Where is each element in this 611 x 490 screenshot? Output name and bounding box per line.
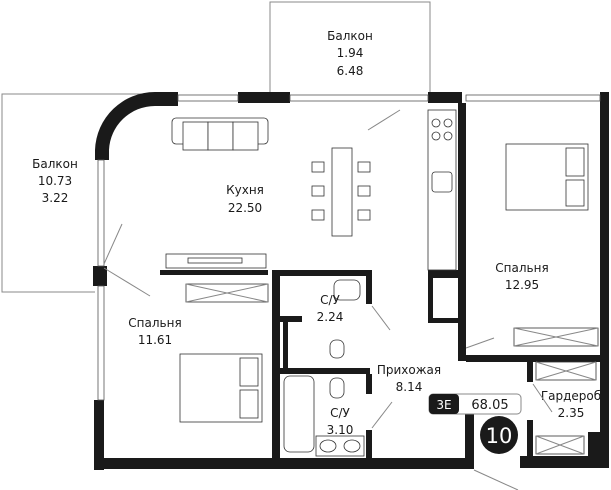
apartment-number-badge: 10: [480, 416, 518, 454]
room-area-2: 6.48: [337, 64, 364, 78]
room-hallway: Прихожая 8.14: [377, 363, 441, 394]
room-area: 3.10: [327, 423, 354, 437]
room-bedroom-right: Спальня 12.95: [495, 261, 548, 292]
room-bathroom-1: С/У 2.24: [317, 293, 344, 324]
room-area: 1.94: [337, 46, 364, 60]
room-name: С/У: [320, 293, 340, 307]
bathroom-fixtures: [283, 279, 365, 457]
total-area: 68.05: [471, 398, 508, 413]
room-area: 8.14: [396, 380, 423, 394]
kitchen-counter: [427, 109, 457, 271]
room-name: Кухня: [226, 183, 264, 197]
room-name: Балкон: [32, 157, 78, 171]
apartment-number: 10: [486, 424, 513, 448]
room-bathroom-2: С/У 3.10: [327, 406, 354, 437]
balcony-top-outline: [269, 1, 431, 95]
apartment-type: 3Е: [436, 398, 451, 412]
windows: [97, 94, 601, 401]
room-bedroom-left: Спальня 11.61: [128, 316, 181, 347]
apartment-badge: 3Е 68.05: [428, 393, 522, 415]
tv-stand: [165, 253, 267, 269]
room-name: Гардероб: [541, 389, 601, 403]
room-area: 2.24: [317, 310, 344, 324]
dining-table: [311, 147, 371, 237]
balcony-left-outline: [1, 93, 178, 293]
door-swings: [103, 109, 553, 490]
bed-left: [179, 353, 263, 423]
room-area: 2.35: [558, 406, 585, 420]
wardrobes: [185, 283, 599, 455]
room-area: 11.61: [138, 333, 172, 347]
room-name: Прихожая: [377, 363, 441, 377]
room-area: 12.95: [505, 278, 539, 292]
room-area: 10.73: [38, 174, 72, 188]
sofa: [171, 117, 269, 151]
bed-right: [505, 143, 589, 211]
walls: [93, 91, 609, 470]
room-name: Спальня: [495, 261, 548, 275]
room-name: С/У: [330, 406, 350, 420]
room-name: Спальня: [128, 316, 181, 330]
room-wardrobe: Гардероб 2.35: [541, 389, 601, 420]
room-area-2: 3.22: [42, 191, 69, 205]
room-name: Балкон: [327, 29, 373, 43]
room-area: 22.50: [228, 201, 262, 215]
room-balcony-top: Балкон 1.94 6.48: [327, 29, 373, 78]
room-kitchen: Кухня 22.50: [226, 183, 264, 215]
room-balcony-left: Балкон 10.73 3.22: [32, 157, 78, 205]
